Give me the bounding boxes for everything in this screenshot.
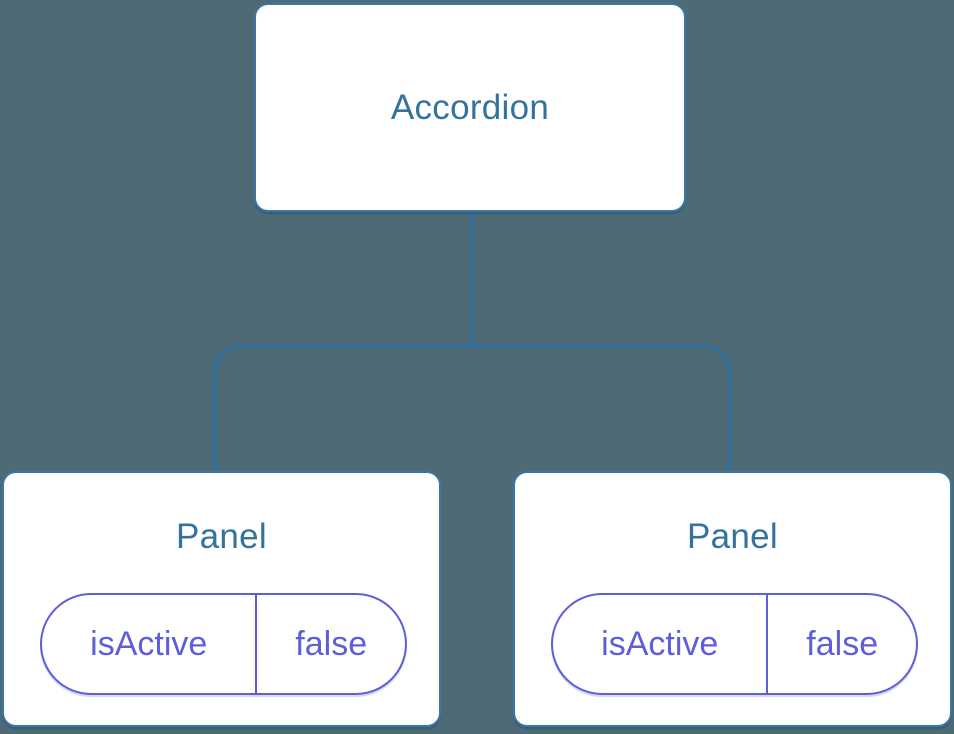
state-pill-right: isActive false [551,593,918,695]
connector-branch [213,344,732,472]
prop-value: false [295,624,368,663]
node-accordion-label: Accordion [390,87,550,127]
prop-value: false [806,624,879,663]
node-panel-right: Panel isActive false [513,471,952,727]
node-panel-right-label: Panel [686,517,779,556]
state-pill-left: isActive false [40,593,407,695]
prop-name: isActive [42,595,258,693]
node-accordion: Accordion [254,3,686,212]
prop-name: isActive [553,595,769,693]
node-panel-left-label: Panel [175,517,268,556]
node-panel-left: Panel isActive false [2,471,441,727]
